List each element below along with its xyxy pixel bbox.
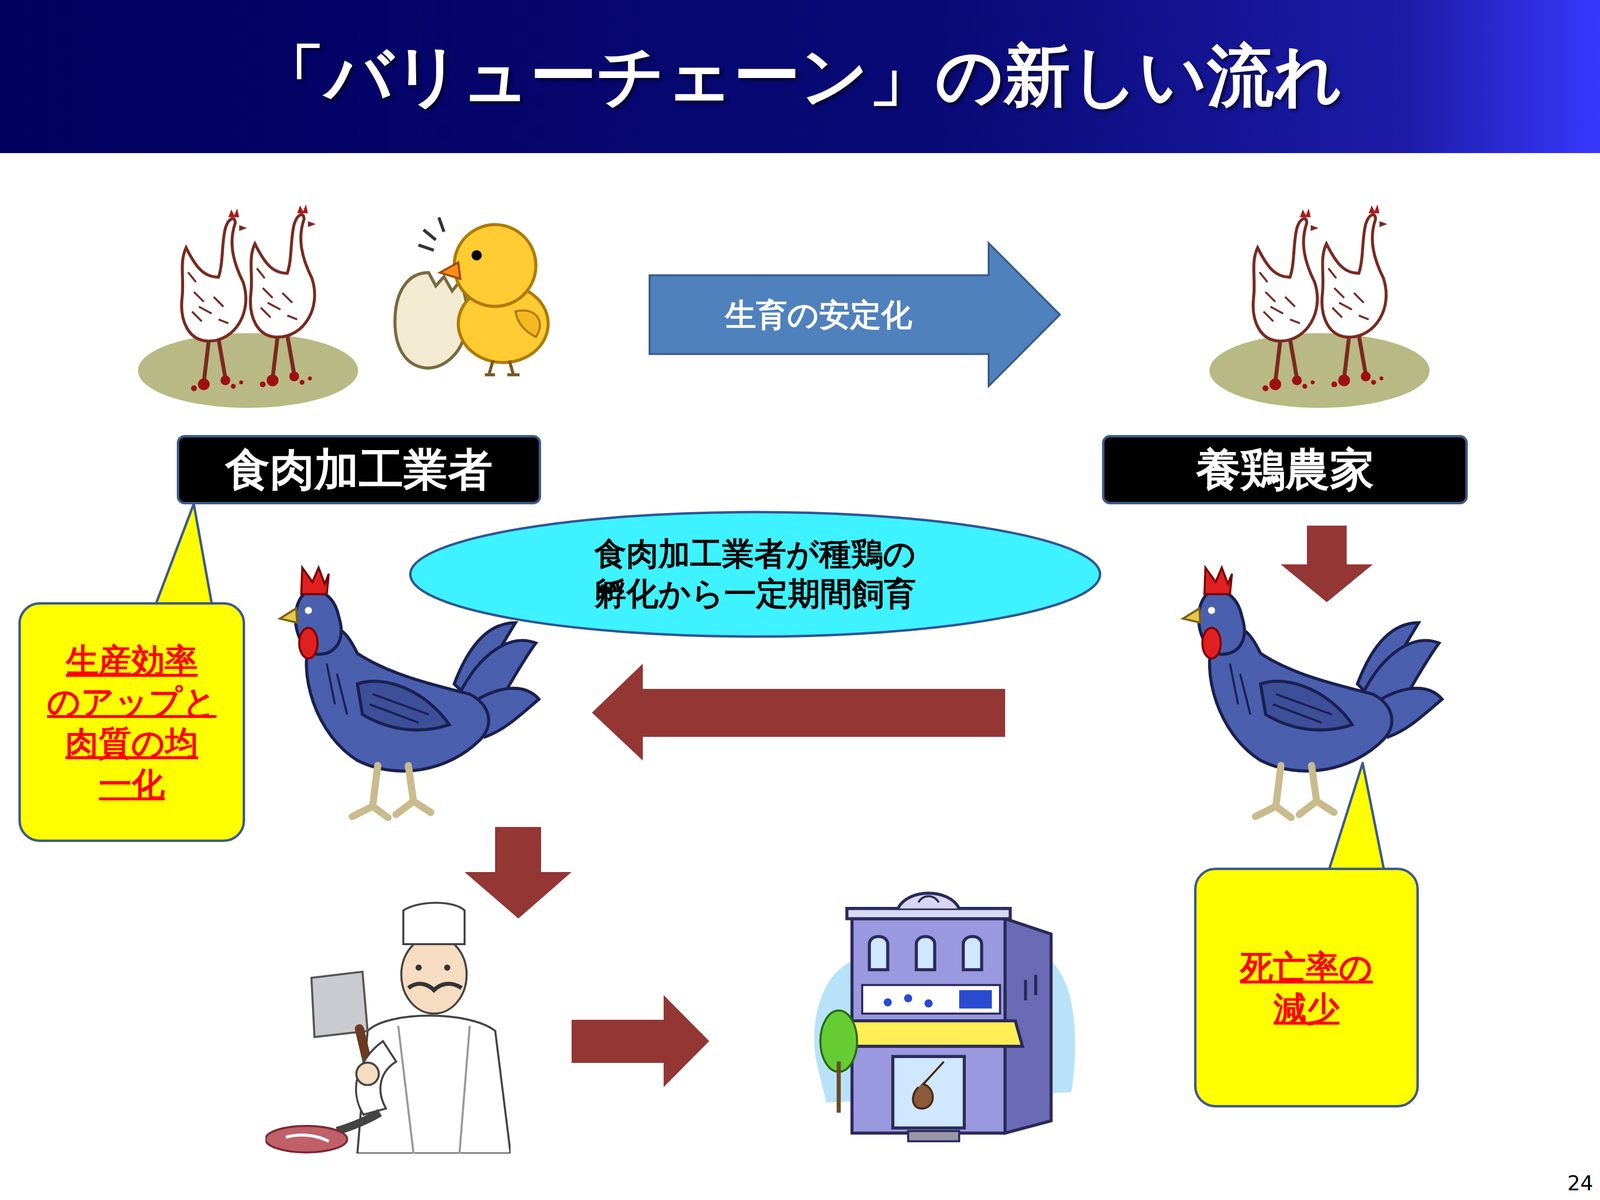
down-arrow	[1280, 525, 1373, 603]
callout-box: 生産効率 のアップと 肉質の均 一化	[18, 602, 246, 842]
arrow-outline	[649, 243, 1060, 387]
text-holder: 養鶏農家	[1104, 437, 1466, 502]
callout-box: 死亡率の 減少	[1194, 867, 1419, 1108]
rooster-illustration	[1182, 567, 1443, 818]
callout-tail	[153, 503, 214, 612]
node-text: 死亡率の 減少	[1215, 946, 1398, 1029]
actor-box: 食肉加工業者	[176, 434, 542, 505]
hens-illustration	[138, 204, 358, 408]
left-arrow	[591, 663, 1006, 761]
block-arrow: 生育の安定化	[648, 241, 1062, 388]
actor-box: 養鶏農家	[1102, 434, 1468, 505]
slide-title: 「バリューチェーン」の新しい流れ	[0, 0, 1600, 154]
node-text: 養鶏農家	[1196, 441, 1375, 498]
node-text: 生産効率 のアップと 肉質の均 一化	[40, 639, 224, 805]
page-number-text: 24	[1567, 1171, 1594, 1196]
chick-illustration	[394, 217, 548, 375]
butcher-illustration	[265, 902, 511, 1154]
callout-tail	[1326, 762, 1386, 877]
down-arrow	[464, 826, 572, 919]
page-number: 24	[1567, 1171, 1594, 1196]
right-arrow	[571, 994, 710, 1088]
text-holder: 食肉加工業者が種鶏の 孵化から一定期間飼育	[408, 510, 1103, 639]
text-holder: 死亡率の 減少	[1196, 869, 1417, 1105]
shop-illustration	[814, 893, 1076, 1142]
hens-illustration	[1209, 204, 1430, 408]
node-text: 生育の安定化	[725, 295, 913, 335]
note-ellipse: 食肉加工業者が種鶏の 孵化から一定期間飼育	[408, 510, 1103, 639]
node-text: 食肉加工業者が種鶏の 孵化から一定期間飼育	[579, 534, 932, 615]
ellipse-shape	[408, 510, 1103, 639]
ellipse-outline	[410, 512, 1101, 637]
text-holder: 食肉加工業者	[179, 437, 539, 502]
text-holder: 生育の安定化	[648, 241, 1062, 388]
text-holder: 生産効率 のアップと 肉質の均 一化	[20, 604, 243, 840]
node-text: 食肉加工業者	[225, 441, 493, 498]
